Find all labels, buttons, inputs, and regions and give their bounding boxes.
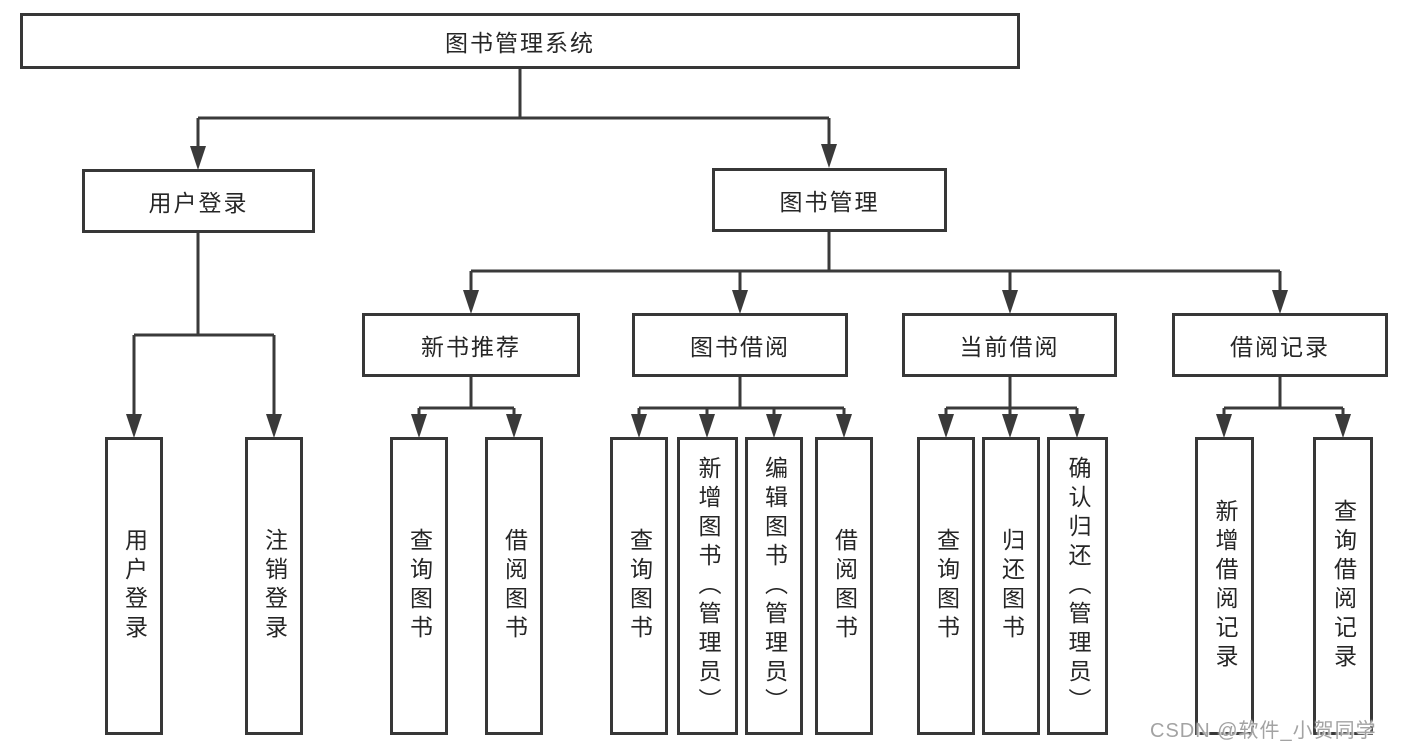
node-borrowing-records: 借阅记录 [1172, 313, 1388, 377]
leaf-borrow-books-borrowing: 借阅图书 [815, 437, 873, 735]
arrowhead-add-borrow-record [1216, 414, 1232, 438]
node-book-management: 图书管理 [712, 168, 947, 232]
leaf-query-books-current: 查询图书 [917, 437, 975, 735]
arrowhead-query-borrow-record [1335, 414, 1351, 438]
arrowhead-leaf-user-login [126, 414, 142, 438]
arrowhead-book-management [821, 144, 837, 168]
leaf-confirm-return-admin: 确认归还（管理员） [1047, 437, 1108, 735]
leaf-return-books: 归还图书 [982, 437, 1040, 735]
leaf-query-books-recommend: 查询图书 [390, 437, 448, 735]
arrowhead-add-books [699, 414, 715, 438]
node-current-borrowing: 当前借阅 [902, 313, 1117, 377]
node-library-management-system: 图书管理系统 [20, 13, 1020, 69]
leaf-add-books-admin: 新增图书（管理员） [677, 437, 738, 735]
node-book-borrowing: 图书借阅 [632, 313, 848, 377]
arrowhead-return-books [1002, 414, 1018, 438]
arrowhead-leaf-logout [266, 414, 282, 438]
arrowhead-confirm-return [1069, 414, 1085, 438]
edge-root-to-level2 [196, 69, 831, 150]
arrowhead-user-login [190, 146, 206, 170]
arrowhead-query-books-3 [938, 414, 954, 438]
leaf-query-borrow-record: 查询借阅记录 [1313, 437, 1373, 735]
node-user-login: 用户登录 [82, 169, 315, 233]
arrowhead-edit-books [766, 414, 782, 438]
leaf-edit-books-admin: 编辑图书（管理员） [745, 437, 803, 735]
arrowhead-borrowing-records [1272, 290, 1288, 314]
arrowhead-query-books-1 [411, 414, 427, 438]
arrowhead-query-books-2 [631, 414, 647, 438]
arrowhead-current-borrowing [1002, 290, 1018, 314]
edge-user-login-children [132, 233, 276, 418]
edge-borrowing-records-children [1222, 377, 1345, 418]
leaf-borrow-books-recommend: 借阅图书 [485, 437, 543, 735]
csdn-watermark: CSDN @软件_小贺同学 [1150, 720, 1377, 742]
arrowhead-borrow-books-2 [836, 414, 852, 438]
leaf-query-books-borrowing: 查询图书 [610, 437, 668, 735]
node-new-book-recommend: 新书推荐 [362, 313, 580, 377]
edge-book-management-children [469, 232, 1282, 294]
arrowhead-borrow-books-1 [506, 414, 522, 438]
edge-current-borrowing-children [944, 377, 1079, 418]
arrowhead-new-book-recommend [463, 290, 479, 314]
arrowhead-book-borrowing [732, 290, 748, 314]
edge-book-borrowing-children [637, 377, 846, 418]
leaf-user-login: 用户登录 [105, 437, 163, 735]
leaf-logout: 注销登录 [245, 437, 303, 735]
leaf-add-borrow-record: 新增借阅记录 [1195, 437, 1254, 735]
edge-new-book-recommend-children [417, 377, 516, 418]
